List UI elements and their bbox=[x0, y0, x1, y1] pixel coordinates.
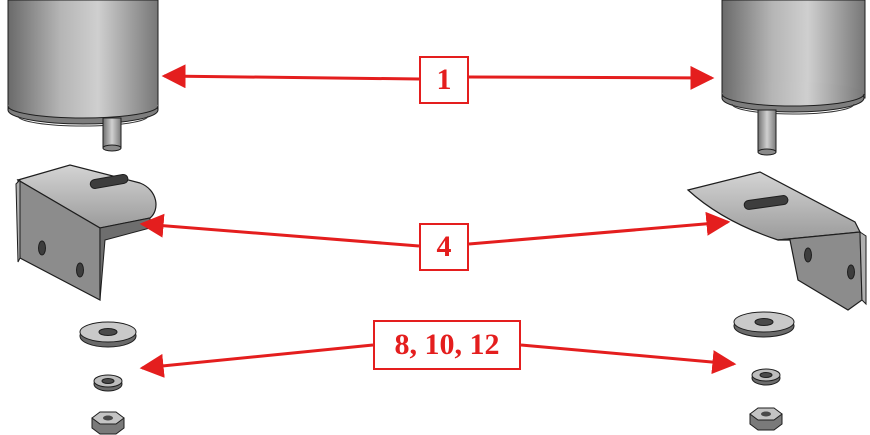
leader-4-right bbox=[468, 211, 731, 246]
leader-8-left bbox=[139, 343, 374, 378]
leader-8-right bbox=[520, 343, 737, 375]
left-cylinder-body bbox=[7, 0, 159, 127]
left-lock-washer bbox=[93, 374, 123, 392]
right-flat-washer bbox=[733, 311, 795, 338]
leader-arrows bbox=[139, 64, 737, 378]
right-lock-washer bbox=[751, 368, 781, 386]
right-cylinder-stud bbox=[757, 109, 777, 156]
left-hex-nut bbox=[91, 411, 125, 435]
left-cylinder-stud bbox=[102, 117, 122, 152]
left-flat-washer bbox=[79, 321, 137, 348]
part-callout-4: 4 bbox=[419, 223, 469, 271]
leader-1-right bbox=[468, 65, 715, 90]
leader-1-left bbox=[161, 64, 420, 89]
right-hex-nut bbox=[749, 407, 783, 431]
leader-4-left bbox=[139, 213, 420, 248]
right-cylinder-body bbox=[721, 0, 866, 115]
left-l-bracket bbox=[15, 164, 157, 301]
right-assembly bbox=[686, 0, 867, 431]
left-assembly bbox=[7, 0, 159, 435]
part-callout-8-10-12: 8, 10, 12 bbox=[373, 320, 521, 370]
right-l-bracket bbox=[686, 171, 867, 311]
part-callout-1: 1 bbox=[419, 56, 469, 104]
